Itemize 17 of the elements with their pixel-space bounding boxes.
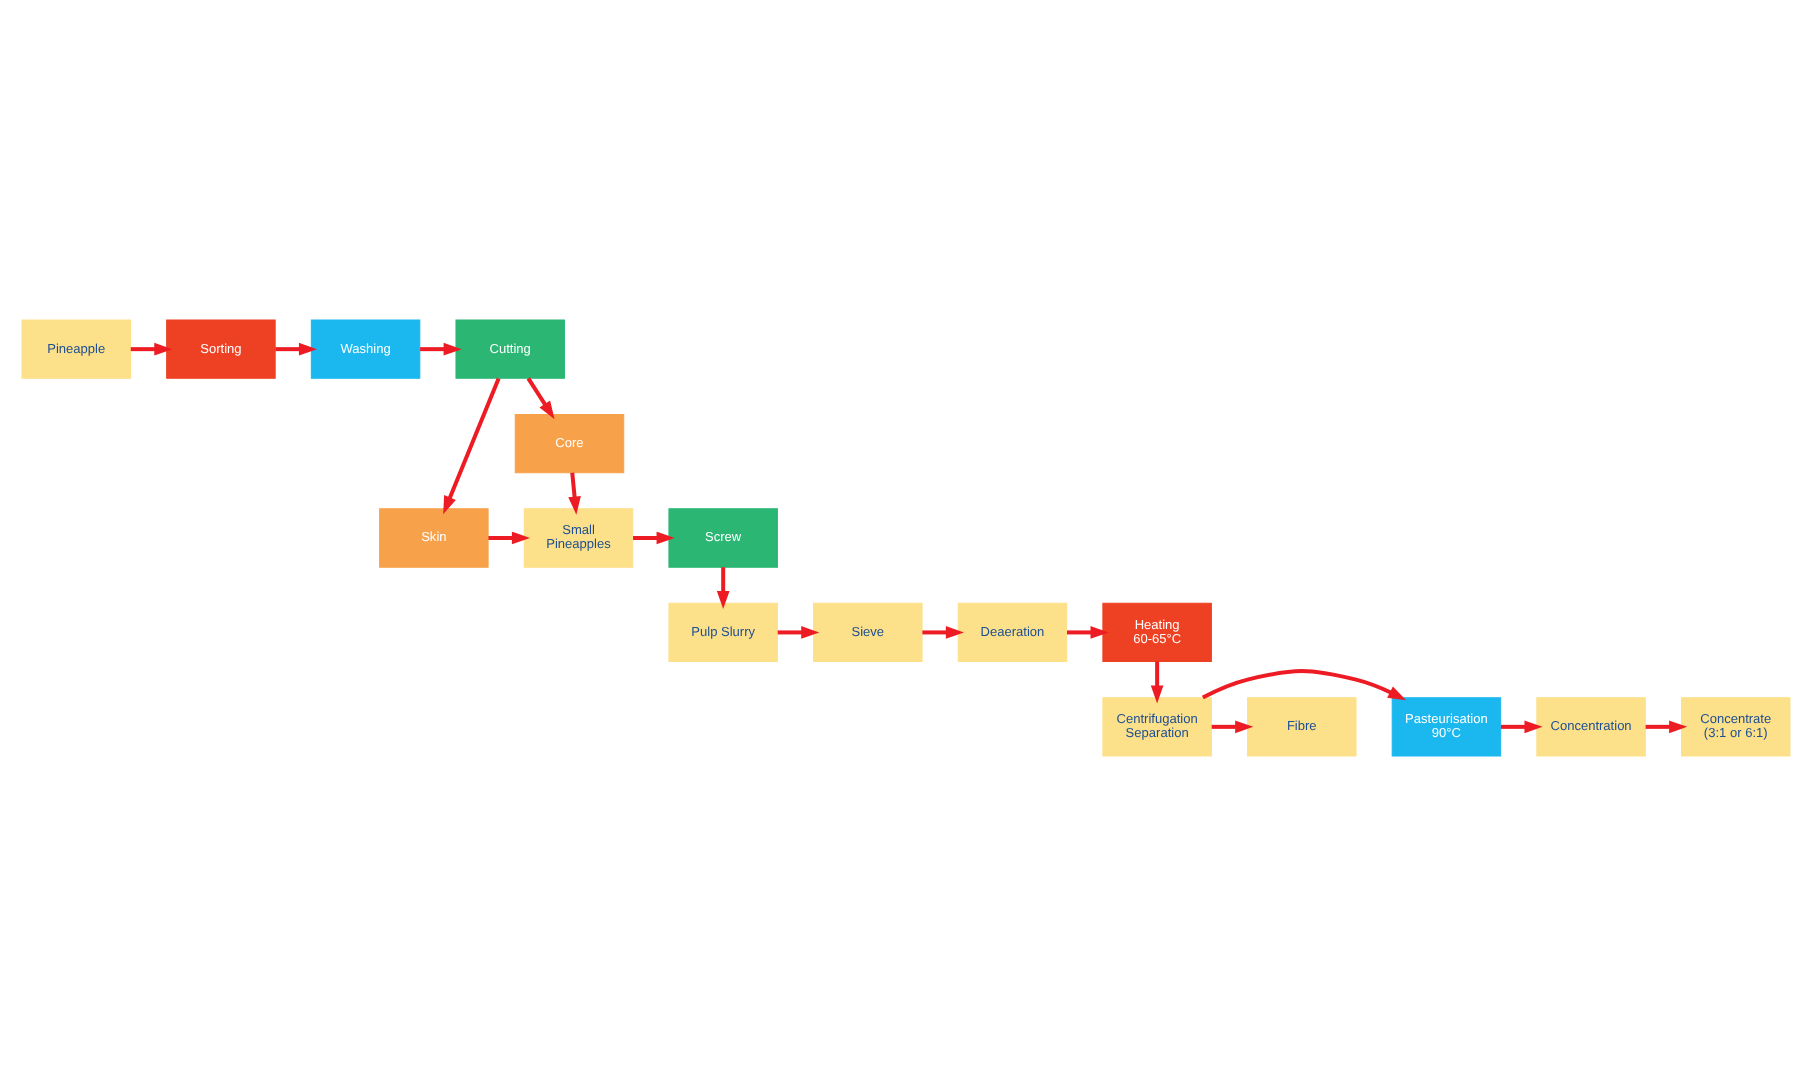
arrow: [568, 472, 581, 515]
arrow: [130, 342, 173, 356]
arrow: [716, 567, 730, 610]
arrow: [420, 342, 462, 356]
arrow: [1150, 661, 1164, 704]
arrow: [488, 531, 531, 545]
arrow: [443, 377, 501, 515]
arrow: [1067, 626, 1109, 639]
arrow: [633, 531, 675, 545]
arrow: [777, 626, 820, 639]
arrow: [1201, 669, 1407, 701]
arrow: [1645, 720, 1688, 734]
arrow: [1211, 720, 1254, 734]
arrow: [526, 377, 555, 420]
arrow: [922, 626, 964, 639]
arrow: [275, 342, 318, 356]
arrow: [1500, 720, 1543, 734]
